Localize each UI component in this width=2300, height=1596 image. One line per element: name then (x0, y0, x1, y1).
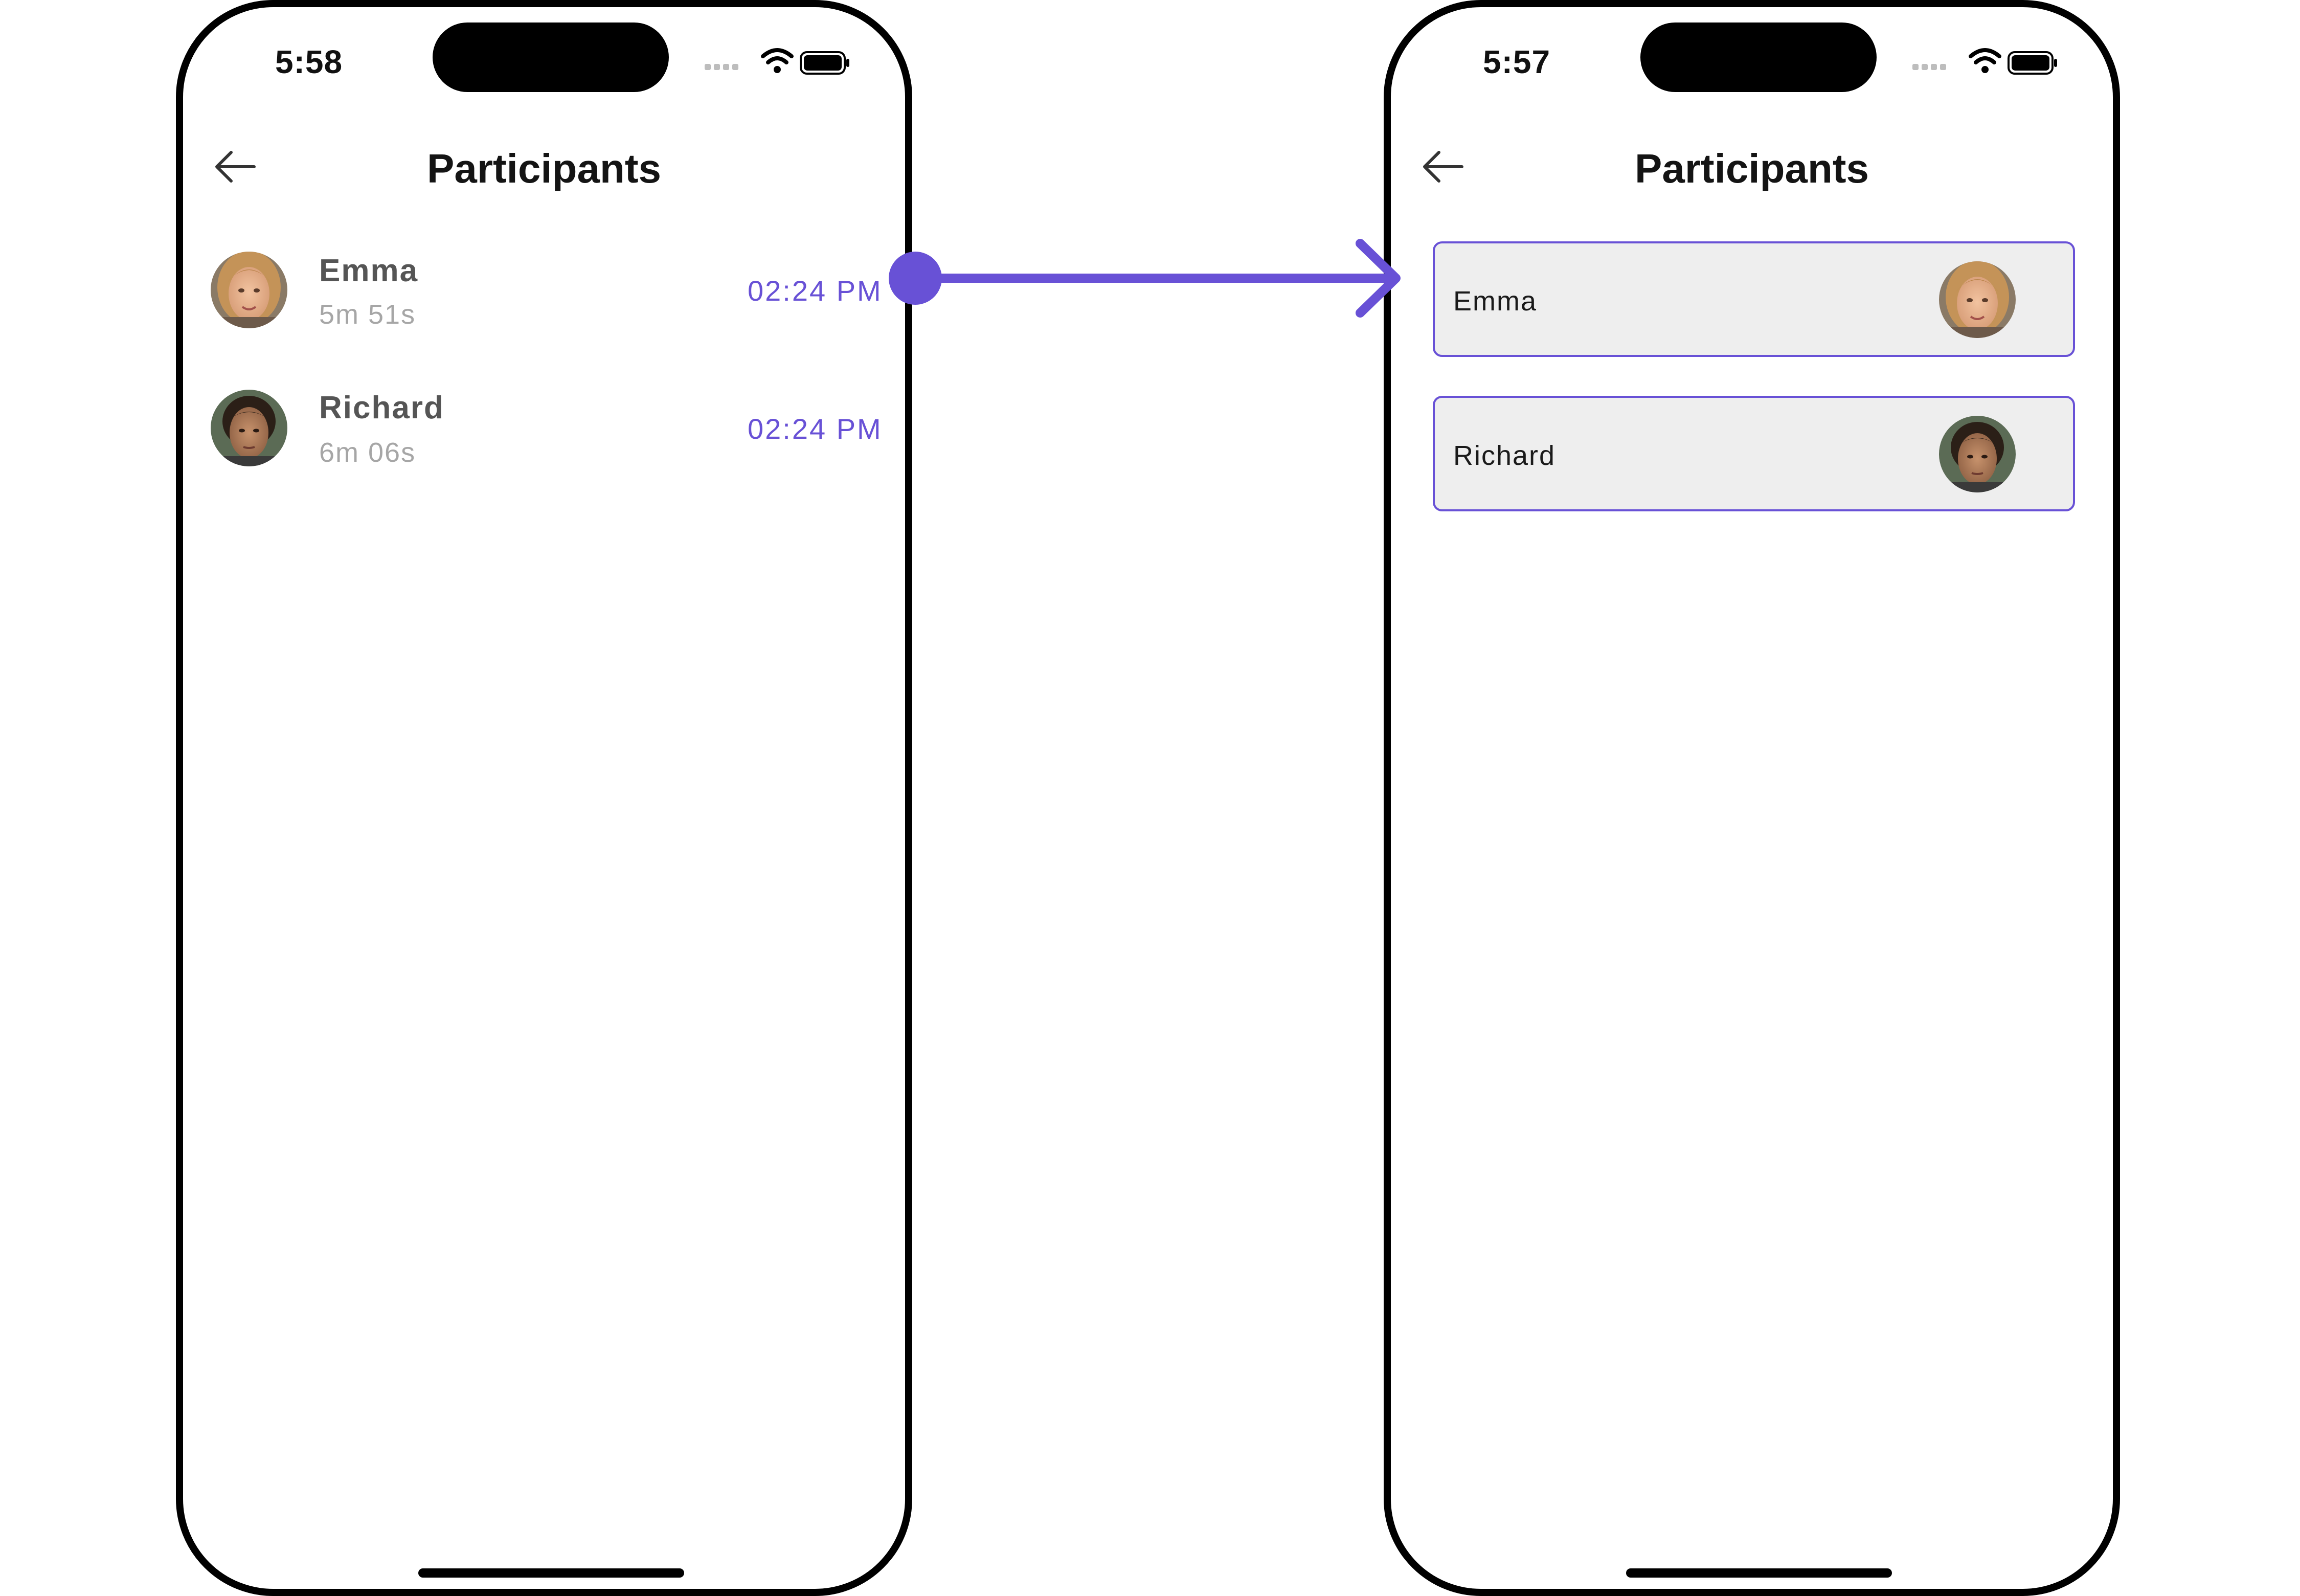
phone-frame-left: 5:58 Participants Emma 5m 51s 02:24 PM R… (176, 0, 912, 1596)
avatar-richard (1939, 416, 2016, 492)
participant-name: Richard (319, 390, 444, 425)
cellular-signal-icon (1912, 63, 1949, 73)
avatar-richard (211, 390, 287, 466)
participant-time: 02:24 PM (748, 275, 883, 307)
participant-name: Emma (319, 253, 419, 288)
status-icons (1912, 47, 2061, 77)
phone-frame-right: 5:57 Participants Emma Richard (1384, 0, 2120, 1596)
wifi-icon (1969, 48, 2001, 73)
page-title: Participants (1635, 146, 1869, 191)
wifi-icon (761, 48, 794, 73)
battery-icon (800, 51, 849, 75)
avatar-emma (211, 252, 287, 328)
home-indicator (418, 1568, 684, 1578)
participant-time: 02:24 PM (748, 413, 883, 445)
participant-duration: 5m 51s (319, 299, 416, 330)
status-time: 5:57 (1483, 43, 1551, 80)
status-time: 5:58 (275, 43, 343, 80)
participant-card-richard[interactable]: Richard (1433, 396, 2075, 511)
avatar-emma (1939, 261, 2016, 338)
back-arrow-icon[interactable] (211, 141, 262, 192)
back-arrow-icon[interactable] (1418, 141, 1470, 192)
home-indicator (1626, 1568, 1892, 1578)
cellular-signal-icon (705, 63, 741, 73)
participant-card-emma[interactable]: Emma (1433, 241, 2075, 357)
participant-name: Emma (1453, 286, 1538, 317)
status-icons (705, 47, 853, 77)
battery-icon (2008, 51, 2057, 75)
dynamic-island (433, 23, 669, 92)
participant-name: Richard (1453, 440, 1556, 471)
page-title: Participants (427, 146, 661, 191)
participant-duration: 6m 06s (319, 437, 416, 468)
dynamic-island (1640, 23, 1877, 92)
